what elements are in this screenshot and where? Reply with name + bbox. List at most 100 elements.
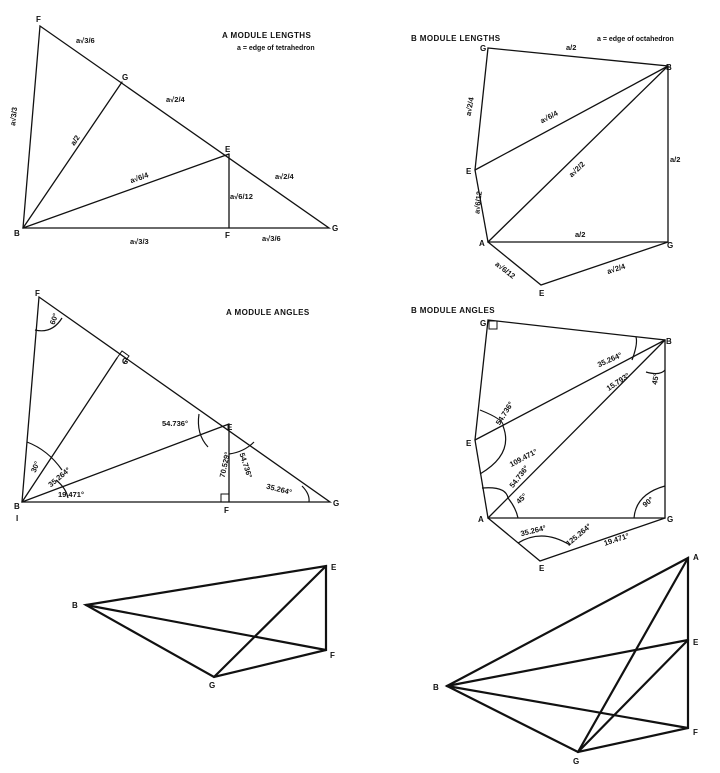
b-angles-b-mid: 15.793°	[605, 371, 632, 393]
b-lengths-outline	[474, 47, 669, 243]
a-solid-vertex-f: F	[330, 651, 335, 660]
b-module-angles-panel: B MODULE ANGLES G B E A G E 35.264° 15.7…	[411, 306, 673, 573]
a-angles-e-left: 54.736°	[162, 419, 188, 428]
b-angles-arc-g	[633, 485, 666, 519]
b-solid-vertex-e: E	[693, 638, 699, 647]
b-lengths-ea: a√6/12	[472, 191, 483, 215]
b-angles-arc-e-bottom	[479, 425, 507, 475]
b-lengths-subtitle: a = edge of octahedron	[597, 36, 674, 43]
a-angles-arc-e-left	[197, 413, 209, 448]
b-angles-outline	[474, 319, 666, 519]
a-solid-outer-edges	[82, 564, 328, 679]
a-angles-outer-triangle	[21, 295, 333, 503]
a-lengths-vertex-f: F	[36, 15, 41, 24]
a-angles-arc-b-mid	[55, 479, 69, 499]
a-angles-vertex-b: B	[14, 502, 20, 511]
a-angles-vertex-f: F	[35, 289, 40, 298]
b-solid-vertex-g: G	[573, 757, 579, 766]
b-angles-lower-edges	[487, 517, 666, 562]
b-lengths-vertex-a: A	[479, 239, 485, 248]
a-angles-vertex-g: G	[122, 357, 128, 366]
a-module-solid-panel: B E F G	[72, 563, 337, 690]
b-lengths-lower-edges	[487, 241, 669, 286]
b-lengths-vertex-g2: G	[667, 241, 673, 250]
b-lengths-gb: a/2	[566, 43, 576, 52]
b-lengths-title: B MODULE LENGTHS	[411, 34, 501, 43]
b-solid-vertex-f: F	[693, 728, 698, 737]
b-angles-vertex-e: E	[466, 439, 472, 448]
b-angles-g-low: 19.471°	[603, 531, 630, 548]
a-angles-e-lowright: 54.736°	[238, 452, 255, 479]
b-solid-vertex-a: A	[693, 553, 699, 562]
b-angles-right-angle-g	[488, 320, 498, 330]
a-module-angles-panel: A MODULE ANGLES F G E B I F G 60° 30° 35…	[14, 289, 339, 523]
a-solid-vertex-g: G	[209, 681, 215, 690]
a-angles-b-mid: 35.264°	[46, 465, 72, 489]
b-lengths-ge: a√2/4	[464, 96, 476, 117]
b-angles-a-mid: 45°	[514, 491, 528, 505]
b-angles-arc-a-low	[517, 535, 571, 546]
b-lengths-e2g: a√2/4	[606, 261, 627, 276]
b-angles-vertex-g2: G	[667, 515, 673, 524]
b-angles-vertex-e2: E	[539, 564, 545, 573]
a-solid-edge-bf	[84, 603, 328, 652]
a-lengths-outer-triangle	[22, 24, 332, 229]
b-lengths-be: a√6/4	[539, 108, 560, 125]
b-angles-edge-ab	[487, 339, 666, 519]
a-angles-arc-e-right	[228, 441, 255, 455]
a-solid-vertex-b: B	[72, 601, 78, 610]
a-angles-b-top: 30°	[29, 460, 42, 474]
b-solid-edge-ge	[576, 638, 690, 754]
b-lengths-vertex-g: G	[480, 44, 486, 53]
b-lengths-vertex-e2: E	[539, 289, 545, 298]
b-lengths-bg: a/2	[670, 155, 680, 164]
a-angles-edge-be	[21, 423, 230, 503]
a-lengths-edge-bg	[22, 81, 123, 229]
a-angles-e-lowleft: 70.529°	[218, 451, 232, 478]
a-lengths-vertex-f2: F	[225, 231, 230, 240]
a-lengths-vertex-g: G	[122, 73, 128, 82]
b-angles-arc-e-top	[479, 409, 504, 427]
b-angles-arc-a-top	[481, 487, 509, 499]
b-module-lengths-panel: B MODULE LENGTHS a = edge of octahedron …	[411, 34, 680, 298]
a-module-lengths-panel: A MODULE LENGTHS a = edge of tetrahedron…	[8, 15, 338, 246]
a-angles-right-angle-f	[220, 493, 229, 502]
a-angles-b-low: 19.471°	[58, 490, 84, 499]
a-lengths-title: A MODULE LENGTHS	[222, 31, 311, 40]
a-lengths-fb: a√3/3	[8, 107, 19, 127]
b-angles-b-top: 35.264°	[596, 350, 623, 369]
a-angles-vertex-i: I	[16, 514, 18, 523]
a-lengths-fg: a√3/6	[76, 36, 95, 45]
b-solid-edge-bf	[445, 684, 690, 730]
b-angles-title: B MODULE ANGLES	[411, 306, 495, 315]
b-lengths-edge-eb	[474, 65, 669, 171]
a-solid-vertex-e: E	[331, 563, 337, 572]
a-angles-right-angle-g	[116, 350, 130, 364]
b-lengths-edge-ab	[487, 65, 669, 243]
a-angles-arc-g	[301, 485, 310, 503]
b-angles-vertex-g: G	[480, 319, 486, 328]
a-lengths-eg: a√2/4	[275, 172, 295, 181]
a-lengths-vertex-b: B	[14, 229, 20, 238]
b-angles-arc-b	[631, 336, 638, 361]
a-angles-title: A MODULE ANGLES	[226, 308, 310, 317]
a-lengths-edge-be	[22, 153, 230, 229]
a-solid-edge-ge	[212, 564, 328, 679]
b-angles-e-top: 54.736°	[494, 400, 515, 427]
a-angles-arc-f	[34, 317, 63, 332]
a-angles-vertex-f2: F	[224, 506, 229, 515]
b-lengths-vertex-b: B	[666, 63, 672, 72]
a-lengths-vertex-e: E	[225, 145, 231, 154]
a-angles-at-f: 60°	[48, 312, 60, 326]
a-angles-arc-b-top	[26, 441, 63, 471]
b-angles-b-right: 45°	[650, 373, 661, 386]
a-angles-at-g: 35.264°	[265, 482, 292, 497]
b-angles-arc-a-mid	[507, 497, 519, 519]
b-module-solid-panel: A E B F G	[433, 553, 699, 766]
a-lengths-ef: a√6/12	[230, 192, 253, 201]
b-lengths-ag: a/2	[575, 230, 585, 239]
b-lengths-vertex-e: E	[466, 167, 472, 176]
b-solid-edge-be	[445, 638, 690, 688]
a-lengths-subtitle: a = edge of tetrahedron	[237, 45, 315, 52]
